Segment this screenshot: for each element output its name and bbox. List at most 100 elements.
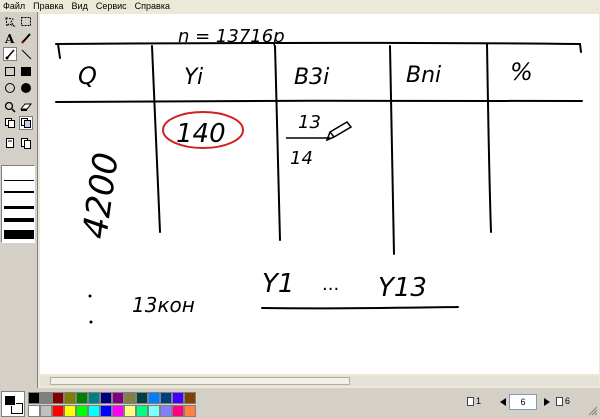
- header-percent: %: [510, 58, 533, 86]
- sequence-underline: [261, 306, 459, 310]
- background-color[interactable]: [11, 403, 23, 414]
- color-swatch[interactable]: [184, 392, 196, 404]
- rect-outline-icon[interactable]: [3, 64, 17, 78]
- current-colors: [1, 391, 25, 417]
- magnifier-icon[interactable]: [3, 100, 17, 114]
- color-swatch[interactable]: [64, 405, 76, 417]
- ellipse-filled-icon[interactable]: [19, 81, 33, 95]
- color-swatch[interactable]: [160, 392, 172, 404]
- eraser-icon[interactable]: [19, 100, 33, 114]
- sequence-end: Y13: [378, 273, 427, 303]
- rect-filled-icon[interactable]: [19, 64, 33, 78]
- margin-dot-2: [89, 320, 93, 324]
- color-swatch[interactable]: [52, 392, 64, 404]
- line-width-2[interactable]: [4, 191, 34, 193]
- color-swatch[interactable]: [52, 405, 64, 417]
- color-swatch[interactable]: [88, 392, 100, 404]
- menu-edit[interactable]: Правка: [33, 1, 64, 11]
- menu-tools[interactable]: Сервис: [95, 1, 127, 11]
- color-swatch[interactable]: [112, 392, 124, 404]
- handwriting-layer: n = 13716p Q Yi B3i Bni % 4200 140 13 14…: [55, 26, 583, 324]
- header-yi: Yi: [184, 65, 203, 90]
- header-bni: Bni: [406, 63, 441, 88]
- color-swatch[interactable]: [112, 405, 124, 417]
- menu-help[interactable]: Справка: [134, 1, 170, 11]
- page-icon[interactable]: [3, 136, 17, 150]
- line-width-3[interactable]: [4, 206, 34, 209]
- pencil-icon[interactable]: [19, 31, 33, 45]
- svg-text:A: A: [4, 32, 15, 44]
- color-swatch[interactable]: [100, 392, 112, 404]
- last-page-number: 6: [565, 396, 571, 406]
- line-width-4[interactable]: [4, 218, 34, 222]
- color-swatch[interactable]: [148, 392, 160, 404]
- row-value-4200: 4200: [75, 150, 127, 241]
- first-page-number: 1: [476, 396, 482, 406]
- foreground-color[interactable]: [4, 395, 16, 406]
- sequence-dots: ...: [322, 274, 339, 295]
- drawing-canvas[interactable]: n = 13716p Q Yi B3i Bni % 4200 140 13 14…: [40, 14, 599, 374]
- color-swatch[interactable]: [64, 392, 76, 404]
- select-rect-icon[interactable]: [19, 15, 33, 29]
- triangle-right-icon: [544, 398, 550, 406]
- prev-page-button[interactable]: [498, 395, 508, 409]
- color-swatch[interactable]: [28, 392, 40, 404]
- menu-view[interactable]: Вид: [71, 1, 88, 11]
- table-right-line: [579, 43, 582, 53]
- bottom-left-label: 13кон: [132, 293, 195, 317]
- header-b3i: B3i: [294, 65, 329, 90]
- copy-icon[interactable]: [3, 116, 17, 130]
- header-q: Q: [78, 62, 97, 90]
- color-swatch[interactable]: [28, 405, 40, 417]
- table-top-line: [55, 41, 581, 45]
- next-page-button[interactable]: [542, 395, 552, 409]
- color-swatch[interactable]: [88, 405, 100, 417]
- color-swatch[interactable]: [100, 405, 112, 417]
- color-palette: [0, 390, 196, 418]
- line-width-options: [1, 165, 35, 243]
- horizontal-scrollbar[interactable]: [40, 376, 599, 386]
- ellipse-outline-icon[interactable]: [3, 81, 17, 95]
- color-swatch[interactable]: [148, 405, 160, 417]
- first-page-indicator[interactable]: 1: [467, 396, 481, 406]
- paste-icon[interactable]: [19, 116, 33, 130]
- document-icon: [467, 396, 474, 406]
- table-header-line: [55, 99, 583, 103]
- color-swatch[interactable]: [76, 405, 88, 417]
- color-swatch[interactable]: [172, 392, 184, 404]
- color-swatch[interactable]: [124, 405, 136, 417]
- color-swatch[interactable]: [136, 405, 148, 417]
- color-swatch[interactable]: [124, 392, 136, 404]
- triangle-left-icon: [500, 398, 506, 406]
- table-col-line-1: [151, 45, 161, 233]
- color-swatch[interactable]: [40, 405, 52, 417]
- color-swatch[interactable]: [184, 405, 196, 417]
- table-col-line-4: [486, 43, 492, 233]
- menu-bar: Файл Правка Вид Сервис Справка: [0, 0, 600, 12]
- line-icon[interactable]: [19, 47, 33, 61]
- page-number-field[interactable]: 6: [509, 394, 537, 410]
- brush-icon[interactable]: [3, 47, 17, 61]
- text-icon[interactable]: A: [3, 31, 17, 45]
- color-swatch[interactable]: [172, 405, 184, 417]
- color-swatch[interactable]: [136, 392, 148, 404]
- margin-dot-1: [88, 294, 92, 298]
- line-width-1[interactable]: [4, 180, 34, 181]
- table-left-line: [57, 43, 61, 59]
- scrollbar-thumb[interactable]: [50, 377, 350, 385]
- color-swatch[interactable]: [40, 392, 52, 404]
- menu-file[interactable]: Файл: [3, 1, 26, 11]
- color-swatch[interactable]: [160, 405, 172, 417]
- formula-text: n = 13716p: [178, 26, 285, 47]
- circled-value: 140: [176, 119, 226, 149]
- last-page-indicator[interactable]: 6: [556, 396, 570, 406]
- pen-cursor-icon: [325, 121, 353, 142]
- line-width-5[interactable]: [4, 230, 34, 239]
- fraction-denominator: 14: [290, 148, 313, 169]
- select-free-icon[interactable]: [3, 15, 17, 29]
- table-col-line-2: [274, 45, 281, 241]
- color-swatch[interactable]: [76, 392, 88, 404]
- resize-grip-icon[interactable]: [588, 406, 598, 416]
- red-circle: [162, 111, 244, 149]
- pages-icon[interactable]: [19, 136, 33, 150]
